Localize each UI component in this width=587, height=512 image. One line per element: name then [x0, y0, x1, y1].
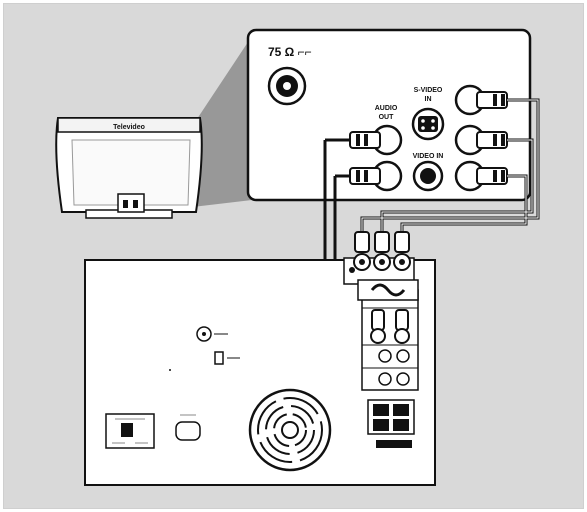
- tv-connection-panel: 75 Ω ⌐⌐ AUDIO OUT S-VIDEO IN VIDEO IN: [246, 28, 532, 202]
- video-in-jack: [412, 160, 444, 192]
- power-socket: [175, 414, 201, 441]
- audio-out-label-1: AUDIO: [375, 105, 398, 112]
- tv-brand-label: Televideo: [113, 124, 145, 131]
- dvd-audio-plugs: [357, 279, 419, 344]
- audio-out-plug-top: [325, 124, 403, 156]
- am-antenna-switch: [214, 351, 240, 365]
- cooling-fan: [248, 388, 332, 472]
- dvd-component-plugs: [349, 231, 411, 273]
- tv-rear-view: Televideo: [55, 117, 203, 219]
- antenna-label: 75 Ω ⌐⌐: [268, 45, 312, 59]
- audio-out-plug-bottom: [335, 160, 403, 192]
- component-plug-3: [454, 160, 508, 192]
- antenna-jack: [267, 66, 307, 106]
- svideo-jack: [411, 107, 445, 141]
- voltage-selector: [105, 413, 155, 449]
- tv-jack-area: [117, 193, 145, 213]
- fm-antenna-jack: [196, 326, 228, 342]
- svideo-label-2: IN: [425, 96, 432, 103]
- audio-out-label-2: OUT: [379, 114, 395, 121]
- component-plug-2: [454, 124, 508, 156]
- component-plug-1: [454, 84, 508, 116]
- svideo-label-1: S-VIDEO: [414, 87, 443, 94]
- video-in-label: VIDEO IN: [413, 153, 444, 160]
- dvd-rear-panel: [84, 231, 436, 486]
